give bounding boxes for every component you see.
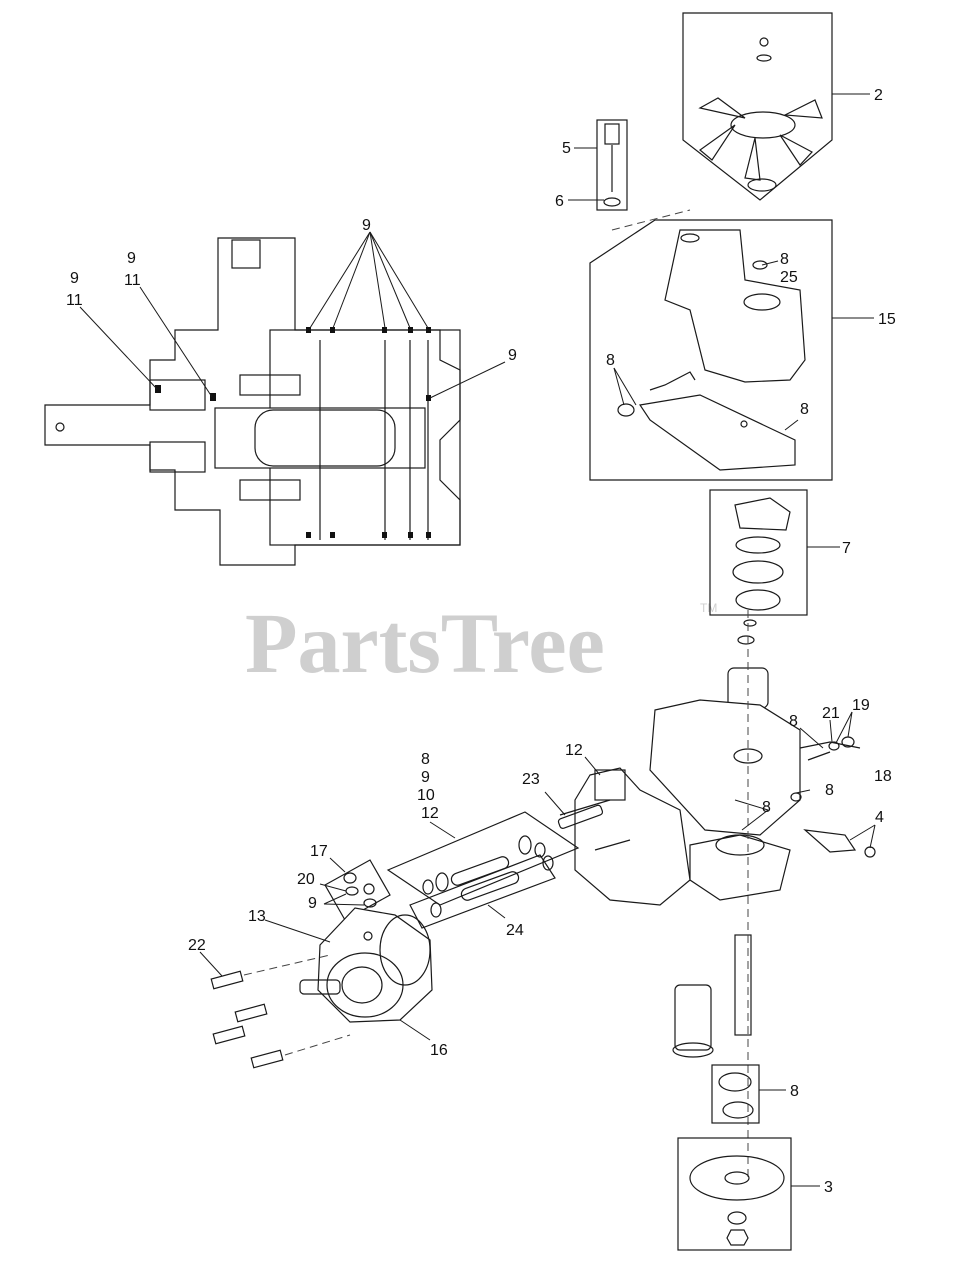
valve-group [790,736,876,858]
callout-8-gasket: 8 [800,401,809,418]
callout-8-seal: 8 [606,352,615,369]
watermark-text: PartsTree [245,595,605,691]
sectional-view [44,237,461,566]
callout-25: 25 [780,269,798,286]
callout-15: 15 [878,311,896,328]
callout-12: 12 [565,742,583,759]
callout-8-center: 8 [762,799,771,816]
callout-23: 23 [522,771,540,788]
callout-7: 7 [842,540,851,557]
motor [299,907,433,1023]
callout-4: 4 [875,809,884,826]
callout-2: 2 [874,87,883,104]
callout-8-bearing: 8 [790,1083,799,1100]
callout-3: 3 [824,1179,833,1196]
callout-8-valve: 8 [789,713,798,730]
callout-17: 17 [310,843,328,860]
callout-8-fitting: 8 [825,782,834,799]
callout-12-group: 12 [421,805,439,822]
callout-9-left-b: 9 [127,250,136,267]
callout-21: 21 [822,705,840,722]
callout-10-group: 10 [417,787,435,804]
callout-16: 16 [430,1042,448,1059]
callout-9-right: 9 [508,347,517,364]
bearing-group [709,489,808,616]
housing-group [589,219,833,481]
callout-9-top: 9 [362,217,371,234]
callout-18: 18 [874,768,892,785]
callout-20: 20 [297,871,315,888]
dipstick [596,119,628,211]
callout-8-housing: 8 [780,251,789,268]
callout-22: 22 [188,937,206,954]
callout-6: 6 [555,193,564,210]
callout-13: 13 [248,908,266,925]
callout-9-group: 9 [421,769,430,786]
callout-9-valve: 9 [308,895,317,912]
pulley-group [677,1064,792,1251]
callout-9-left-a: 9 [70,270,79,287]
callout-24: 24 [506,922,524,939]
callout-8-group: 8 [421,751,430,768]
fan-group [682,12,833,201]
callout-5: 5 [562,140,571,157]
callout-19: 19 [852,697,870,714]
bolts [210,954,351,1069]
callout-11-left-b: 11 [124,272,141,289]
watermark-tm: TM [700,601,717,615]
center-housing [559,767,691,906]
tube-group [386,811,580,929]
callout-11-left-a: 11 [66,292,83,309]
